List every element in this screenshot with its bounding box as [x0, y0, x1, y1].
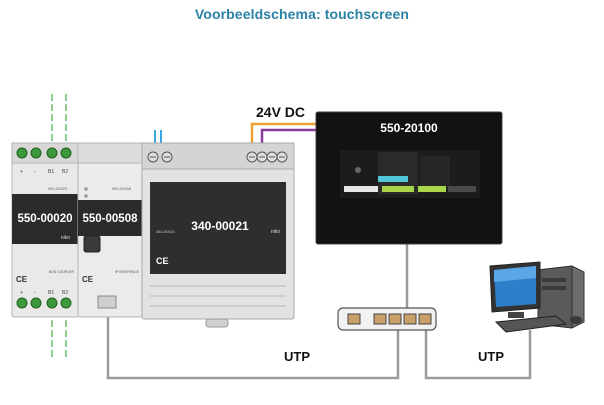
ip-interface-number: 550-00508 [83, 213, 139, 225]
touchscreen-device: 550-20100 [315, 111, 503, 245]
touchscreen-display [340, 150, 480, 198]
ip-interface-ethernet-port [97, 295, 117, 309]
ip-interface-label-panel [78, 200, 142, 236]
computer-monitor [489, 261, 541, 318]
coupler-bottom-terminal-label: + [20, 290, 23, 296]
coupler-side-text: BUS COUPLER [49, 270, 75, 274]
utp-cable-left [106, 308, 400, 380]
utp-cable-right [424, 322, 532, 380]
voltage-label: 24V DC [256, 104, 305, 120]
network-switch [337, 307, 437, 331]
coupler-number: 550-00020 [18, 213, 73, 225]
computer-tower [537, 265, 585, 329]
coupler-bottom-terminal-label: B2 [62, 290, 68, 296]
coupler-top-terminals [16, 147, 72, 159]
coupler-top-terminal-label: + [20, 169, 23, 175]
computer-mouse [570, 316, 582, 324]
computer-keyboard [494, 315, 568, 333]
coupler-bottom-terminals [16, 297, 72, 309]
screen-button [344, 186, 378, 192]
coupler-brand: niko [61, 235, 70, 241]
ip-interface-button [83, 235, 101, 253]
utp-label-left: UTP [284, 349, 310, 364]
ip-link-led [84, 194, 88, 198]
computer [489, 261, 585, 333]
ip-interface-small-code: 550-00508 [112, 186, 132, 191]
power-supply-vents [150, 285, 286, 307]
bus-coupler-module: + - B1 B2 550-00020 550-00020 niko CE BU… [11, 142, 79, 318]
coupler-ce-mark: CE [16, 275, 28, 284]
din-clip [205, 318, 229, 328]
power-supply-front-panel [150, 182, 286, 274]
power-supply-module: 340-00021 340-00021 niko CE [141, 142, 295, 328]
screen-icon [355, 167, 361, 173]
switch-ports [347, 313, 432, 325]
power-supply-top-terminals [147, 151, 288, 163]
power-supply-brand: niko [271, 229, 280, 235]
power-supply-number: 340-00021 [191, 219, 249, 233]
dc-wire-orange [250, 122, 318, 150]
diagram-title: Voorbeeldschema: touchscreen [194, 6, 410, 22]
coupler-top-terminal-label: B2 [62, 169, 68, 175]
coupler-top-terminal-label: B1 [48, 169, 54, 175]
power-supply-ce-mark: CE [156, 256, 169, 266]
screen-button [418, 186, 446, 192]
coupler-bottom-terminal-label: B1 [48, 290, 54, 296]
screen-tab-cyan [378, 176, 408, 182]
ip-interface-module: 550-00508 550-00508 CE IP INTERFACE [77, 142, 143, 318]
touchscreen-model: 550-20100 [380, 121, 438, 135]
screen-button [382, 186, 414, 192]
screen-button [448, 186, 476, 192]
utp-label-right: UTP [478, 349, 504, 364]
coupler-label-panel [12, 194, 78, 244]
ip-status-led [84, 187, 88, 191]
coupler-top-terminal-label: - [34, 169, 36, 175]
power-supply-small-code: 340-00021 [156, 229, 176, 234]
ip-interface-side-text: IP INTERFACE [115, 270, 140, 274]
ip-interface-ce-mark: CE [82, 275, 94, 284]
coupler-bottom-terminal-label: - [34, 290, 36, 296]
coupler-small-code: 550-00020 [48, 186, 68, 191]
